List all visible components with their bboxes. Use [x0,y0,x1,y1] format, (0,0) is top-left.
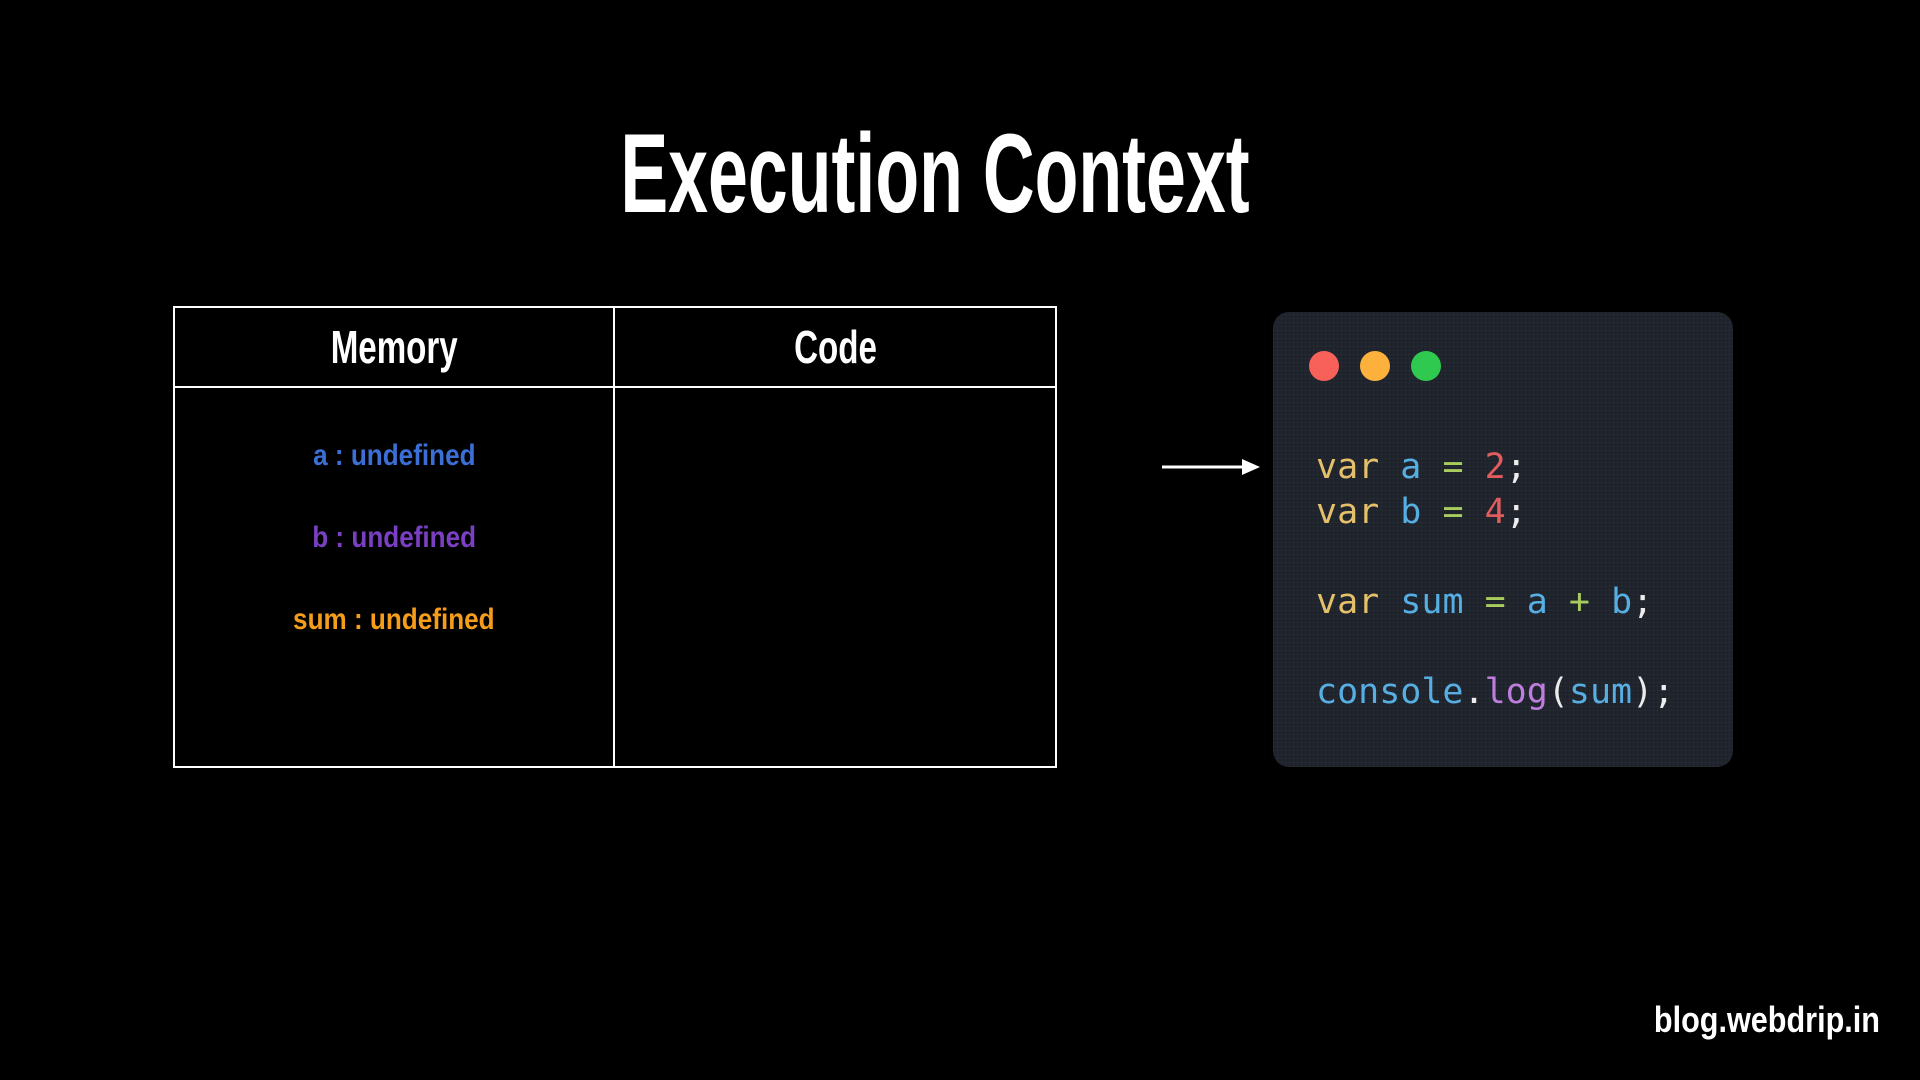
code-line: console.log(sum); [1316,672,1675,712]
maximize-button[interactable] [1411,351,1441,381]
code-line [1316,535,1674,580]
arrow-right-icon [1162,459,1260,475]
code-block: var a = 2; var b = 4; var sum = a + b; co… [1316,445,1674,715]
traffic-lights [1309,351,1441,381]
code-line: var b = 4; [1316,492,1527,532]
memory-row-label: b : undefined [312,521,476,554]
footer-site: blog.webdrip.in [1614,1000,1880,1040]
footer-site-text: blog.webdrip.in [1653,999,1880,1040]
memory-row: sum : undefined [278,602,510,638]
code-line [1316,625,1674,670]
code-window: var a = 2; var b = 4; var sum = a + b; co… [1273,312,1733,767]
code-line: var a = 2; [1316,447,1527,487]
table-header-code: Code [615,308,1055,388]
code-line: var sum = a + b; [1316,582,1654,622]
table-header-memory: Memory [175,308,615,388]
memory-row-label: a : undefined [312,439,476,472]
page-title-text: Execution Context [620,111,1250,236]
memory-row: a : undefined [301,438,488,474]
page-title: Execution Context [443,118,1426,230]
memory-row: b : undefined [300,520,488,556]
code-header-label: Code [793,321,877,373]
memory-column: a : undefined b : undefined sum : undefine… [175,388,615,766]
memory-row-label: sum : undefined [293,603,495,636]
memory-header-label: Memory [330,321,458,373]
minimize-button[interactable] [1360,351,1390,381]
memory-code-table: Memory Code a : undefined b : undefined su… [173,306,1057,768]
code-column-empty [615,388,1055,766]
close-button[interactable] [1309,351,1339,381]
